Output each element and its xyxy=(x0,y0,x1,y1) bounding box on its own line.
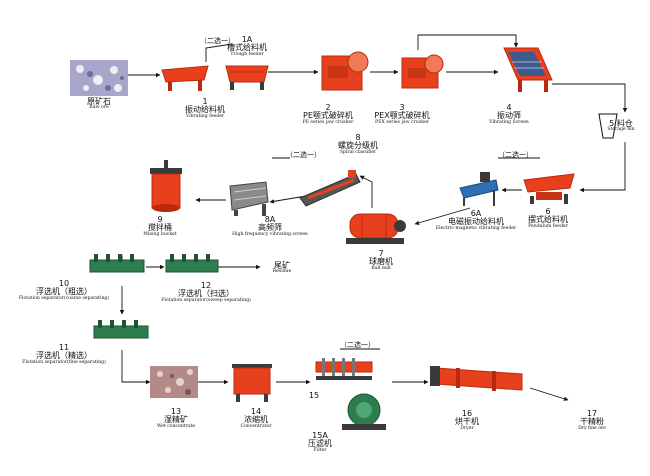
arrow-fine-to-wet xyxy=(121,350,151,385)
ball-mill-image xyxy=(346,213,406,244)
em-feeder-image xyxy=(459,172,499,206)
dryer-image xyxy=(430,366,523,391)
pe-crusher-image xyxy=(321,51,369,91)
alt-label-filters: （二选一） xyxy=(340,341,375,349)
vibrating-screen-image xyxy=(503,47,553,92)
flotation-fine-image xyxy=(93,320,149,339)
filter-15-image xyxy=(315,358,373,380)
filter-15a-image xyxy=(342,393,386,430)
arrow-mill-to-classifier xyxy=(359,175,373,208)
vibrating-feeder-image xyxy=(161,65,209,91)
pex-crusher-image xyxy=(401,54,444,89)
alt-label-feeders: （二选一） xyxy=(200,37,235,45)
concentrator-image xyxy=(232,364,272,402)
arrow-bin-to-feeder6 xyxy=(579,142,626,193)
flotation-coarse-image xyxy=(89,254,145,273)
flotation-sweep-image xyxy=(165,254,219,273)
arrow-dryer-to-dry-ore xyxy=(529,387,569,401)
label-filter-15: 15 xyxy=(308,391,320,400)
storage-bin-image xyxy=(598,113,618,139)
trough-feeder-image xyxy=(225,65,269,90)
mixing-bucket-image xyxy=(150,160,182,212)
alt-label-classifiers: （二选一） xyxy=(286,151,321,159)
arrow-screen-to-bin xyxy=(552,83,628,113)
pendulum-feeder-image xyxy=(523,173,575,204)
bracket-alt-1 xyxy=(205,43,233,62)
raw-ore-image xyxy=(70,60,128,96)
hf-screen-image xyxy=(229,181,269,216)
spiral-classifier-image xyxy=(299,170,361,207)
wet-concentrate-image xyxy=(150,366,198,398)
arrow-6a-to-mill xyxy=(414,207,471,226)
alt-label-pendulum-feeders: （二选一） xyxy=(498,151,533,159)
arrow-classifier-to-screen xyxy=(269,195,307,204)
arrow-screen-return xyxy=(417,34,519,50)
